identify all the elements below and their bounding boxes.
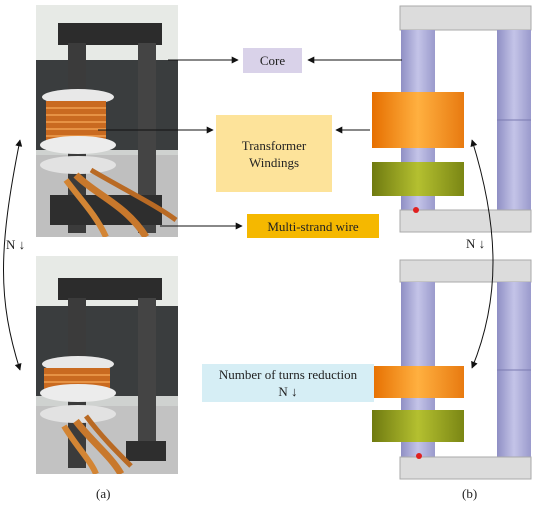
- label-windings-line2: Windings: [248, 154, 300, 170]
- label-n-right: N ↓: [466, 236, 486, 251]
- label-wire-text: Multi-strand wire: [267, 218, 359, 234]
- label-core-text: Core: [259, 53, 286, 68]
- label-turns-line1: Number of turns reduction: [218, 367, 358, 382]
- connector-arrows: [3, 56, 494, 371]
- model-transformer-original: [372, 5, 532, 233]
- model-transformer-reduced: [372, 259, 532, 480]
- label-turns-line2: N ↓: [278, 384, 298, 399]
- photo-transformer-reduced: [36, 256, 178, 474]
- label-multi-strand-wire: Multi-strand wire: [247, 214, 379, 238]
- caption-b: (b): [462, 486, 478, 501]
- label-turns-reduction: Number of turns reduction N ↓: [202, 364, 374, 402]
- photo-transformer-original: [36, 5, 178, 237]
- label-n-left: N ↓: [6, 237, 26, 252]
- label-core: Core: [243, 48, 302, 73]
- label-windings-line1: Transformer: [241, 137, 307, 153]
- caption-a: (a): [96, 486, 111, 501]
- label-transformer-windings: Transformer Windings: [216, 115, 332, 192]
